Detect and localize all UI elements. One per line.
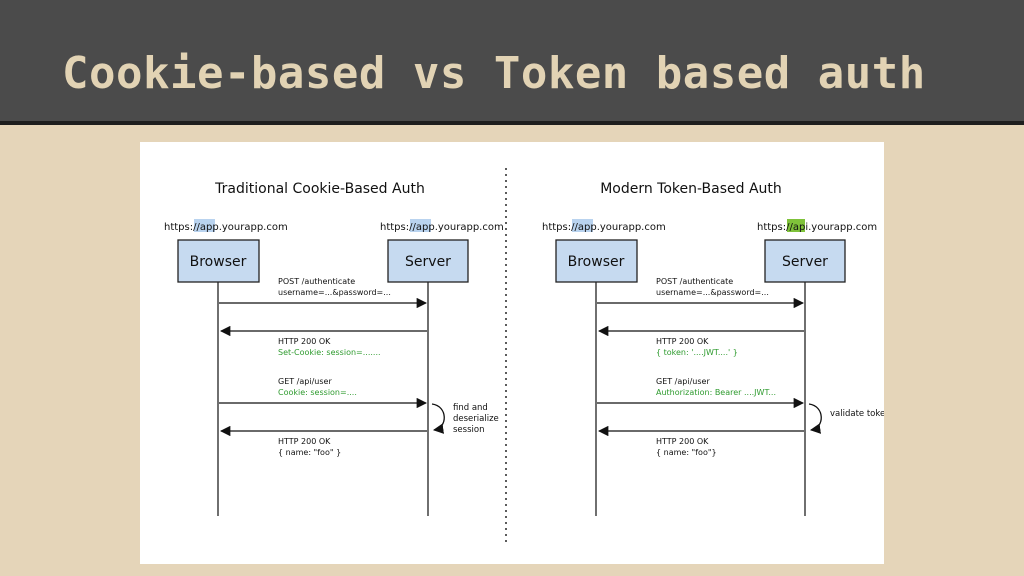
- browser-url: https://app.yourapp.com: [542, 222, 666, 233]
- subdomain-highlight: [410, 219, 431, 232]
- message-detail: Authorization: Bearer ....JWT...: [656, 388, 776, 397]
- message-detail: { token: '....JWT....' }: [656, 348, 738, 357]
- subdomain-highlight: [572, 219, 593, 232]
- browser-actor-box: [555, 239, 638, 283]
- message-detail: { name: "foo" }: [278, 448, 341, 457]
- message-label: GET /api/user: [278, 377, 332, 386]
- server-note: deserialize: [453, 414, 499, 424]
- diagram-panel: Traditional Cookie-Based Auth https://ap…: [140, 142, 884, 564]
- message-label: GET /api/user: [656, 377, 710, 386]
- browser-label: Browser: [568, 254, 625, 270]
- subdomain-highlight: [194, 219, 215, 232]
- auth-comparison-diagram: Traditional Cookie-Based Auth https://ap…: [164, 168, 884, 546]
- cookie-section-title: Traditional Cookie-Based Auth: [214, 181, 425, 197]
- message-label: HTTP 200 OK: [278, 337, 331, 346]
- cookie-auth-section: Traditional Cookie-Based Auth https://ap…: [164, 181, 504, 516]
- browser-label: Browser: [190, 254, 247, 270]
- message-label: POST /authenticate: [656, 277, 733, 286]
- server-note: find and: [453, 403, 488, 413]
- token-auth-section: Modern Token-Based Auth https://app.your…: [542, 181, 884, 516]
- server-actor-box: [387, 239, 469, 283]
- message-detail: username=...&password=...: [278, 288, 391, 297]
- server-process-arrow: [808, 403, 822, 434]
- message-label: POST /authenticate: [278, 277, 355, 286]
- message-label: HTTP 200 OK: [656, 337, 709, 346]
- server-actor-box: [764, 239, 846, 283]
- server-process-arrow: [431, 403, 445, 434]
- message-label: HTTP 200 OK: [656, 437, 709, 446]
- message-detail: Cookie: session=....: [278, 388, 357, 397]
- message-label: HTTP 200 OK: [278, 437, 331, 446]
- subdomain-highlight: [787, 219, 805, 232]
- server-label: Server: [782, 254, 828, 270]
- server-note: validate token: [830, 409, 884, 419]
- message-detail: Set-Cookie: session=.......: [278, 348, 381, 357]
- browser-url: https://app.yourapp.com: [164, 222, 288, 233]
- slide-title: Cookie-based vs Token based auth: [62, 48, 926, 99]
- server-url: https://api.yourapp.com: [757, 222, 877, 233]
- slide-header: Cookie-based vs Token based auth: [0, 0, 1024, 125]
- browser-actor-box: [177, 239, 260, 283]
- token-section-title: Modern Token-Based Auth: [600, 181, 782, 197]
- server-note: session: [453, 425, 484, 435]
- message-detail: username=...&password=...: [656, 288, 769, 297]
- server-url: https://app.yourapp.com: [380, 222, 504, 233]
- server-label: Server: [405, 254, 451, 270]
- message-detail: { name: "foo"}: [656, 448, 717, 457]
